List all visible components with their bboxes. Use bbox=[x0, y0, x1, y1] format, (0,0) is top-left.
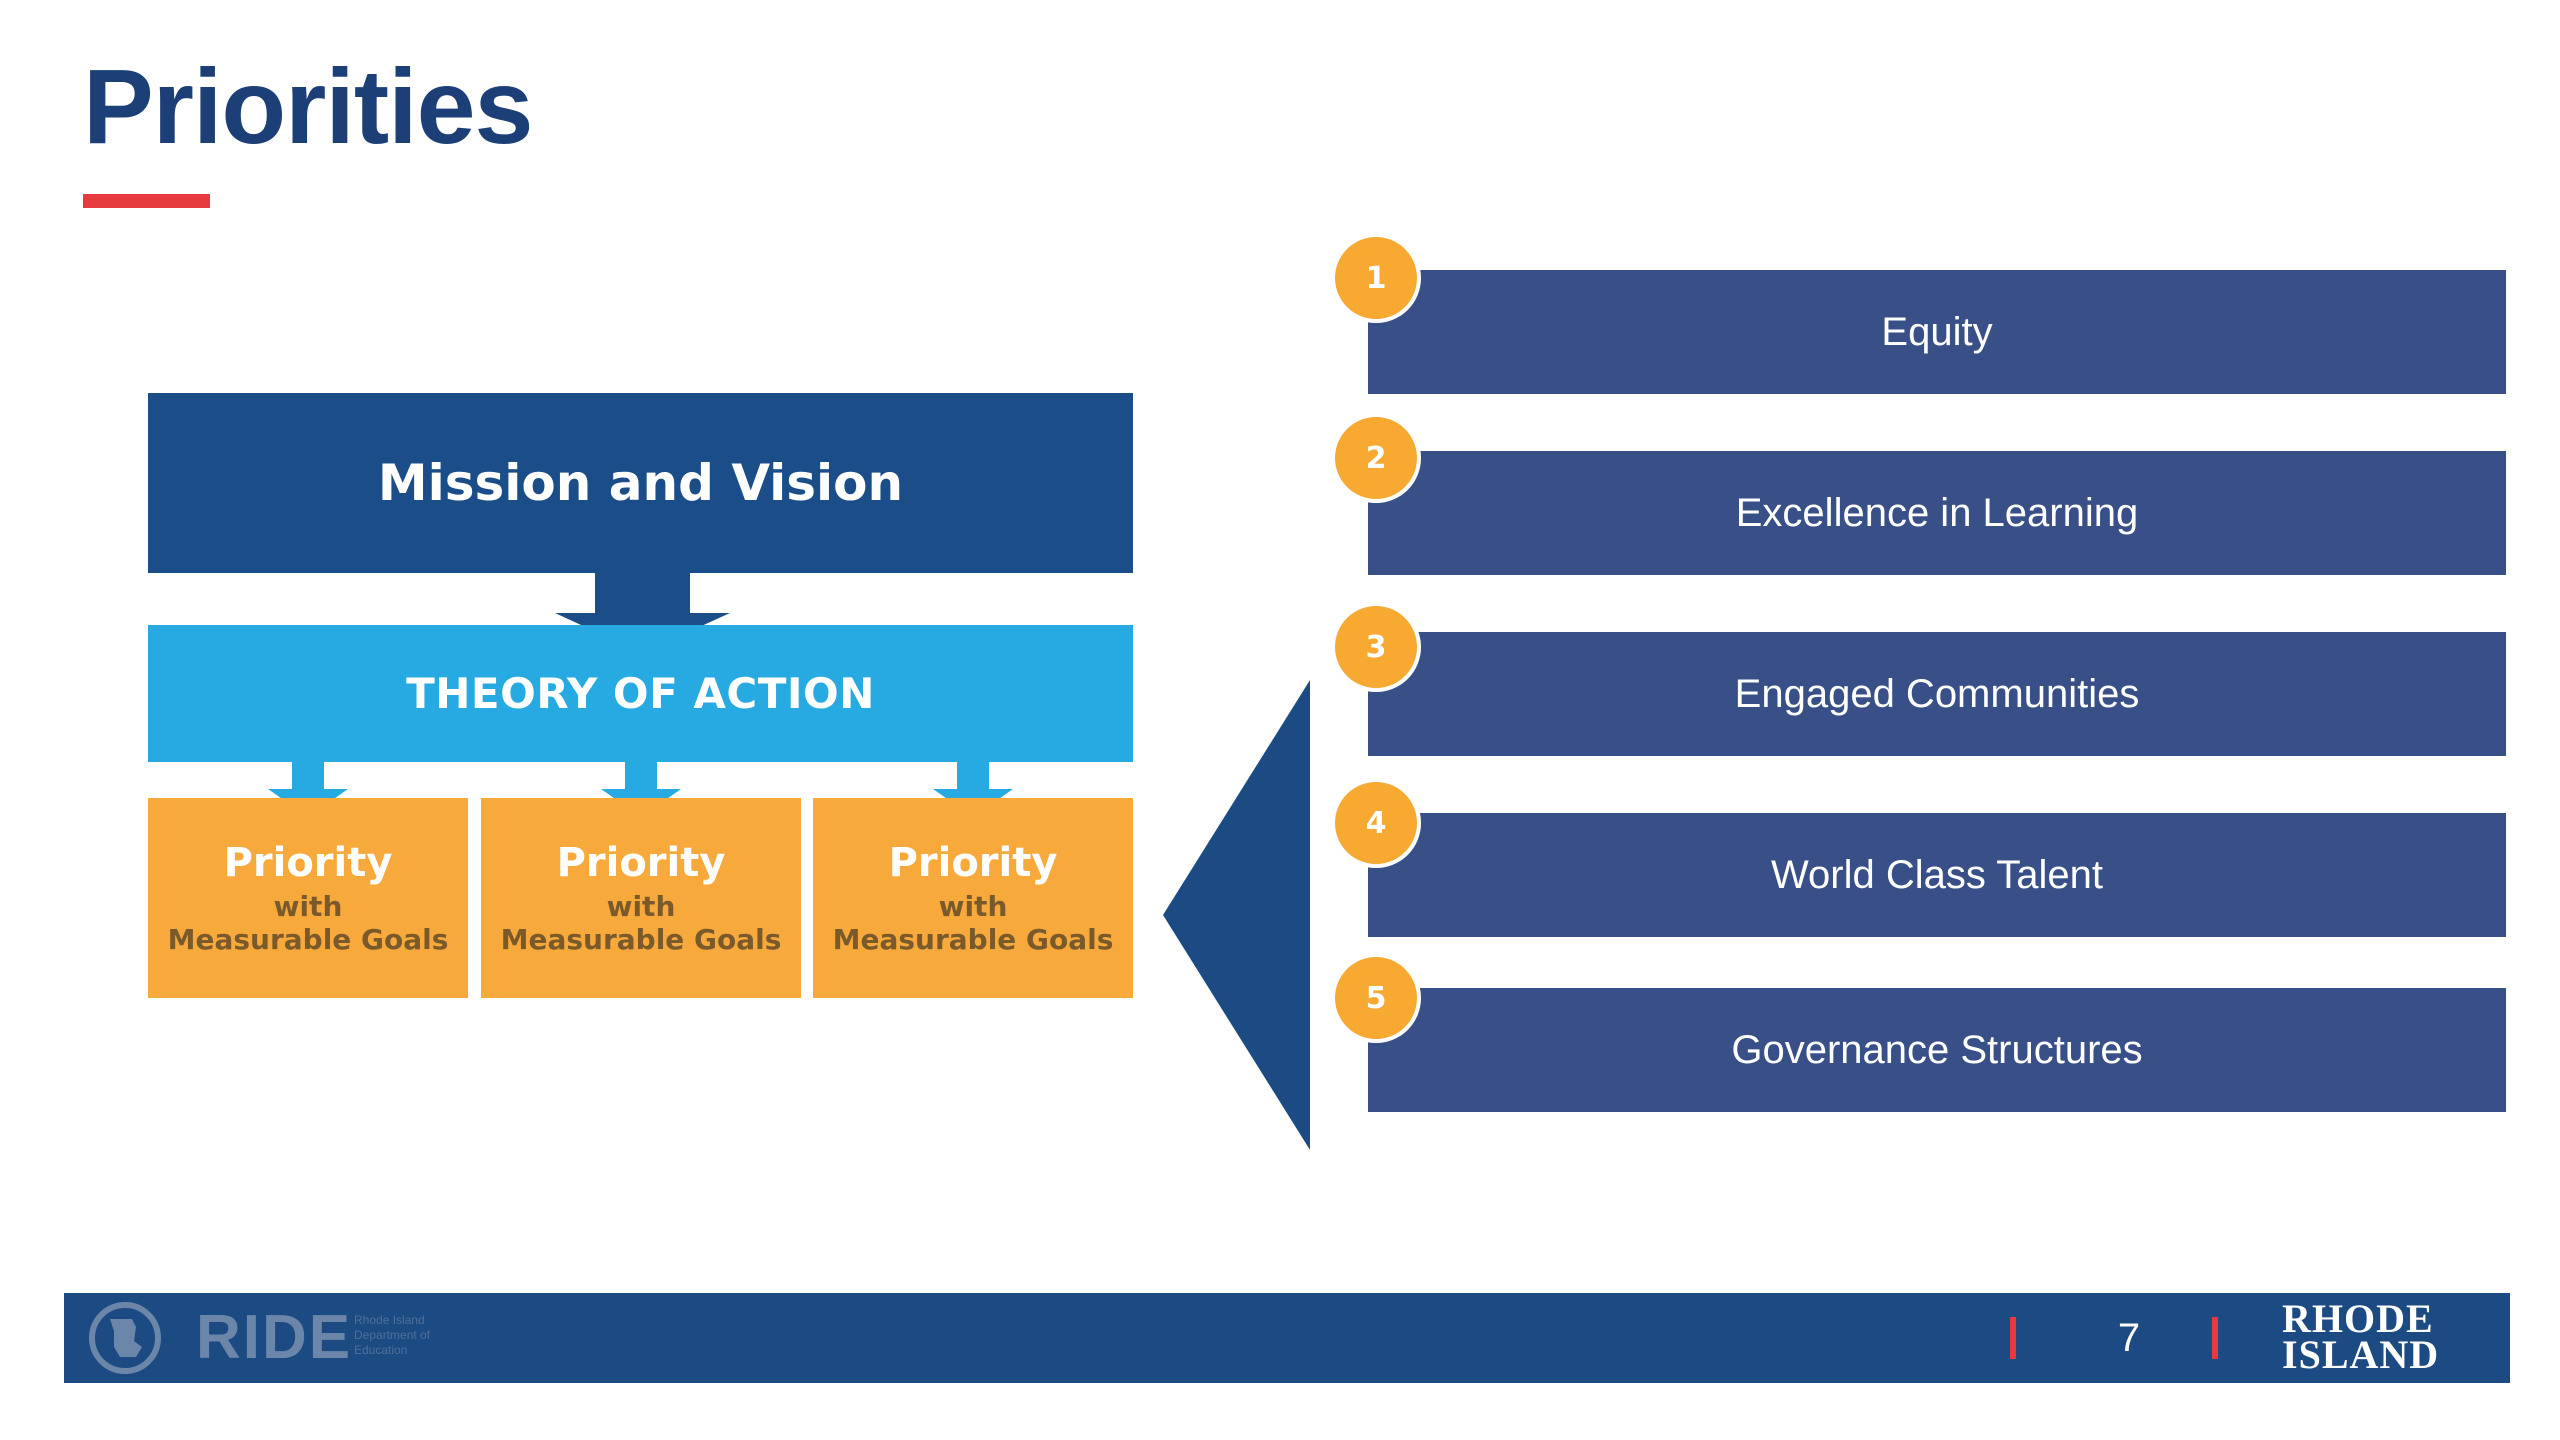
priority-row-4: World Class Talent bbox=[1368, 813, 2506, 937]
number-badge-2: 2 bbox=[1331, 413, 1421, 503]
page-number: 7 bbox=[2117, 1316, 2141, 1360]
priority-row-label: Governance Structures bbox=[1731, 1027, 2143, 1072]
priority-title: Priority bbox=[888, 840, 1058, 886]
priority-box-1: Priority with Measurable Goals bbox=[148, 798, 468, 998]
page-divider-left bbox=[2010, 1317, 2016, 1359]
priority-box-2: Priority with Measurable Goals bbox=[481, 798, 801, 998]
rhode-island-logo-line1: RHODE bbox=[2282, 1296, 2434, 1341]
number-badge-4: 4 bbox=[1331, 778, 1421, 868]
number-badge-1: 1 bbox=[1331, 233, 1421, 323]
priority-row-5: Governance Structures bbox=[1368, 988, 2506, 1112]
priority-with: with bbox=[273, 890, 343, 923]
priority-title: Priority bbox=[223, 840, 393, 886]
left-pointing-triangle bbox=[1163, 680, 1310, 1150]
priority-title: Priority bbox=[556, 840, 726, 886]
priority-row-label: Engaged Communities bbox=[1734, 671, 2140, 716]
number-badge-5: 5 bbox=[1331, 953, 1421, 1043]
rhode-island-logo-line2: ISLAND bbox=[2282, 1332, 2440, 1377]
priority-row-label: World Class Talent bbox=[1771, 852, 2103, 897]
page-title: Priorities bbox=[83, 48, 534, 166]
priority-goals: Measurable Goals bbox=[167, 923, 449, 956]
priority-goals: Measurable Goals bbox=[500, 923, 782, 956]
mission-vision-box: Mission and Vision bbox=[148, 393, 1133, 573]
priority-row-1: Equity bbox=[1368, 270, 2506, 394]
ride-logo-text: RIDE bbox=[196, 1303, 353, 1372]
theory-arrow-3 bbox=[933, 762, 1013, 817]
theory-arrow-2 bbox=[601, 762, 681, 817]
footer-bar: RIDE Rhode Island Department of Educatio… bbox=[64, 1293, 2510, 1383]
priority-row-3: Engaged Communities bbox=[1368, 632, 2506, 756]
priority-box-3: Priority with Measurable Goals bbox=[813, 798, 1133, 998]
priority-goals: Measurable Goals bbox=[832, 923, 1114, 956]
ride-seal-icon bbox=[89, 1302, 161, 1374]
priority-with: with bbox=[606, 890, 676, 923]
priority-row-label: Excellence in Learning bbox=[1735, 490, 2139, 535]
page-divider-right bbox=[2212, 1317, 2218, 1359]
theory-arrow-1 bbox=[268, 762, 348, 817]
rhode-island-logo: RHODE ISLAND bbox=[2282, 1296, 2440, 1377]
title-underline bbox=[83, 194, 210, 208]
priority-with: with bbox=[938, 890, 1008, 923]
number-badge-3: 3 bbox=[1331, 602, 1421, 692]
theory-of-action-box: THEORY OF ACTION bbox=[148, 625, 1133, 762]
ride-logo-subtitle: Rhode Island Department of Education bbox=[354, 1313, 431, 1357]
priority-row-label: Equity bbox=[1881, 309, 1993, 354]
priority-row-2: Excellence in Learning bbox=[1368, 451, 2506, 575]
